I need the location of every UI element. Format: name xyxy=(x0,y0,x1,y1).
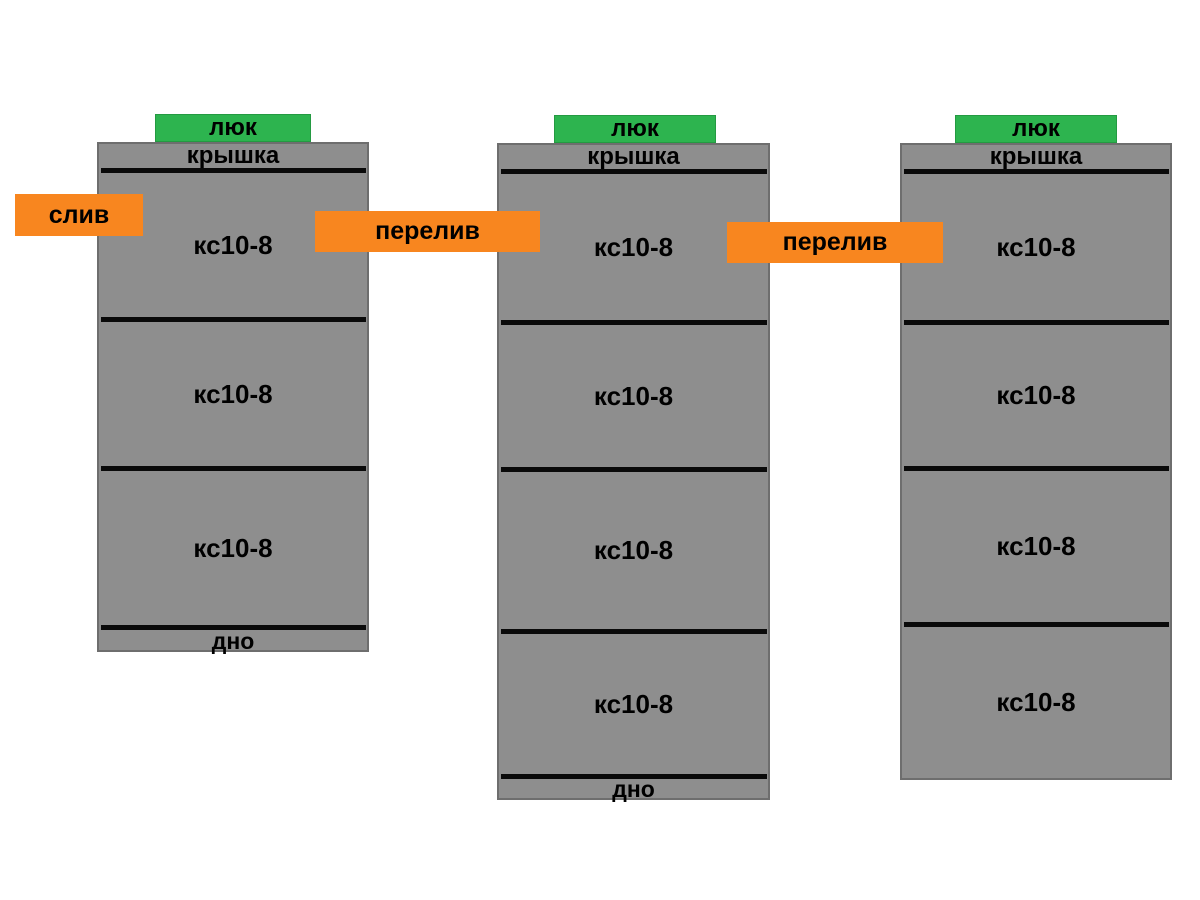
hatch-label-tank2: люк xyxy=(554,115,716,143)
hatch-label-tank3: люк xyxy=(955,115,1117,143)
drain-label: слив xyxy=(15,194,143,236)
overflow-label-2: перелив xyxy=(727,222,943,263)
ring-joint-line xyxy=(101,466,366,471)
ring-joint-line xyxy=(101,317,366,322)
ring-joint-line xyxy=(904,466,1169,471)
ring-joint-line xyxy=(501,320,767,325)
ring-joint-line xyxy=(904,320,1169,325)
lid-label: крышка xyxy=(587,143,680,170)
ring-label: кс10-8 xyxy=(593,535,674,565)
lid-label: крышка xyxy=(186,142,280,169)
ring-joint-line xyxy=(101,168,366,173)
ring-joint-line xyxy=(904,169,1169,174)
ring-label: кс10-8 xyxy=(593,231,674,262)
tank-2: крышка кс10-8 кс10-8 кс10-8 кс10-8 дно xyxy=(497,143,770,802)
ring-label: кс10-8 xyxy=(996,687,1076,717)
ring-joint-line xyxy=(904,622,1169,627)
tank-3: крышка кс10-8 кс10-8 кс10-8 кс10-8 xyxy=(900,143,1172,780)
ring-joint-line xyxy=(501,467,767,472)
ring-label: кс10-8 xyxy=(193,532,273,563)
ring-label: кс10-8 xyxy=(593,688,674,719)
ring-joint-line xyxy=(501,169,767,174)
ring-label: кс10-8 xyxy=(996,380,1076,410)
ring-label: кс10-8 xyxy=(193,378,273,409)
hatch-label-tank1: люк xyxy=(155,114,311,142)
ring-label: кс10-8 xyxy=(996,231,1076,262)
bottom-label: дно xyxy=(612,776,655,802)
ring-joint-line xyxy=(101,625,366,630)
ring-joint-line xyxy=(501,774,767,779)
overflow-label-1: перелив xyxy=(315,211,540,252)
ring-label: кс10-8 xyxy=(593,380,674,411)
bottom-label: дно xyxy=(211,627,255,654)
ring-label: кс10-8 xyxy=(193,229,273,260)
ring-label: кс10-8 xyxy=(996,531,1076,561)
ring-joint-line xyxy=(501,629,767,634)
lid-label: крышка xyxy=(989,143,1083,170)
